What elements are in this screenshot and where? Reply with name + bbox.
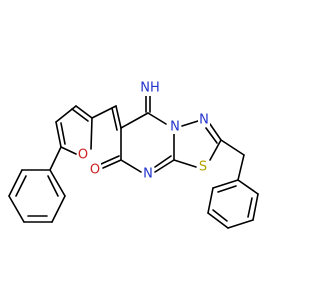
bond-lph-2	[51, 195, 66, 223]
atom-s1: S	[197, 160, 209, 175]
imine-nh-label: NH	[140, 81, 160, 96]
bond-furan-c2-c3-double	[71, 108, 89, 122]
atom-imine-nh: NH	[139, 81, 161, 96]
n8-label: N	[143, 167, 153, 182]
bond-lph-4	[8, 195, 25, 223]
bond-ch2-phenyl	[237, 154, 245, 181]
bond-rph-2-inner	[247, 197, 253, 218]
bond-furan-c5-o	[60, 146, 77, 155]
bond-furan-o-c2	[90, 117, 93, 150]
atom-labels: NH N N N S O O	[77, 81, 210, 182]
bonds	[8, 93, 259, 229]
bond-c7-n8	[120, 159, 142, 173]
bond-c7-o-double	[100, 155, 120, 165]
atom-n3: N	[198, 113, 210, 128]
molecule-structure: NH N N N S O O	[8, 81, 259, 229]
bond-lph-1-inner	[47, 175, 59, 197]
bond-c7-o	[102, 159, 122, 169]
bond-rph-5	[207, 187, 214, 214]
atom-n4: N	[169, 120, 181, 135]
bond-furan-c3-c4	[55, 105, 77, 123]
s1-label: S	[199, 160, 207, 175]
bond-rph-4	[207, 212, 229, 229]
bond-c6-ch	[115, 105, 122, 129]
bond-n4-n3	[181, 120, 199, 127]
bond-n8-c8a-double	[154, 155, 172, 168]
atom-n8: N	[142, 167, 154, 182]
bond-furan-phenyl	[49, 146, 62, 171]
bond-c2-ch2	[220, 139, 245, 156]
bond-lph-1	[49, 169, 66, 197]
bond-rph-6	[212, 179, 239, 189]
n4-label: N	[170, 120, 180, 135]
bond-ch-furan	[91, 105, 117, 119]
bond-rph-6-inner	[217, 185, 237, 193]
bond-rph-1	[237, 179, 259, 195]
bond-c2-s1	[209, 139, 222, 161]
atom-furan-o: O	[77, 148, 89, 163]
bond-rph-3	[227, 219, 254, 229]
furan-o-label: O	[78, 148, 88, 163]
bond-lph-5	[8, 169, 23, 197]
bond-rph-4-inner	[212, 209, 228, 222]
n3-label: N	[199, 113, 209, 128]
bond-s1-c8a	[173, 159, 197, 168]
bond-n3-c2	[209, 123, 222, 141]
bond-c6-ch-double	[111, 107, 118, 131]
carbonyl-o-label: O	[90, 163, 100, 178]
bond-lph-5-inner	[15, 175, 27, 197]
atom-carbonyl-o: O	[89, 163, 101, 178]
bond-n8-c8a	[154, 159, 175, 173]
bond-c5-c6	[120, 112, 149, 129]
bond-n3-c2-double	[205, 127, 218, 144]
bond-c5-n4	[147, 112, 167, 125]
bond-rph-2	[252, 193, 259, 221]
bond-furan-c4-c5-double	[60, 122, 66, 145]
bond-furan-c4-c5	[55, 121, 62, 148]
bond-furan-c2-c3	[75, 105, 93, 119]
